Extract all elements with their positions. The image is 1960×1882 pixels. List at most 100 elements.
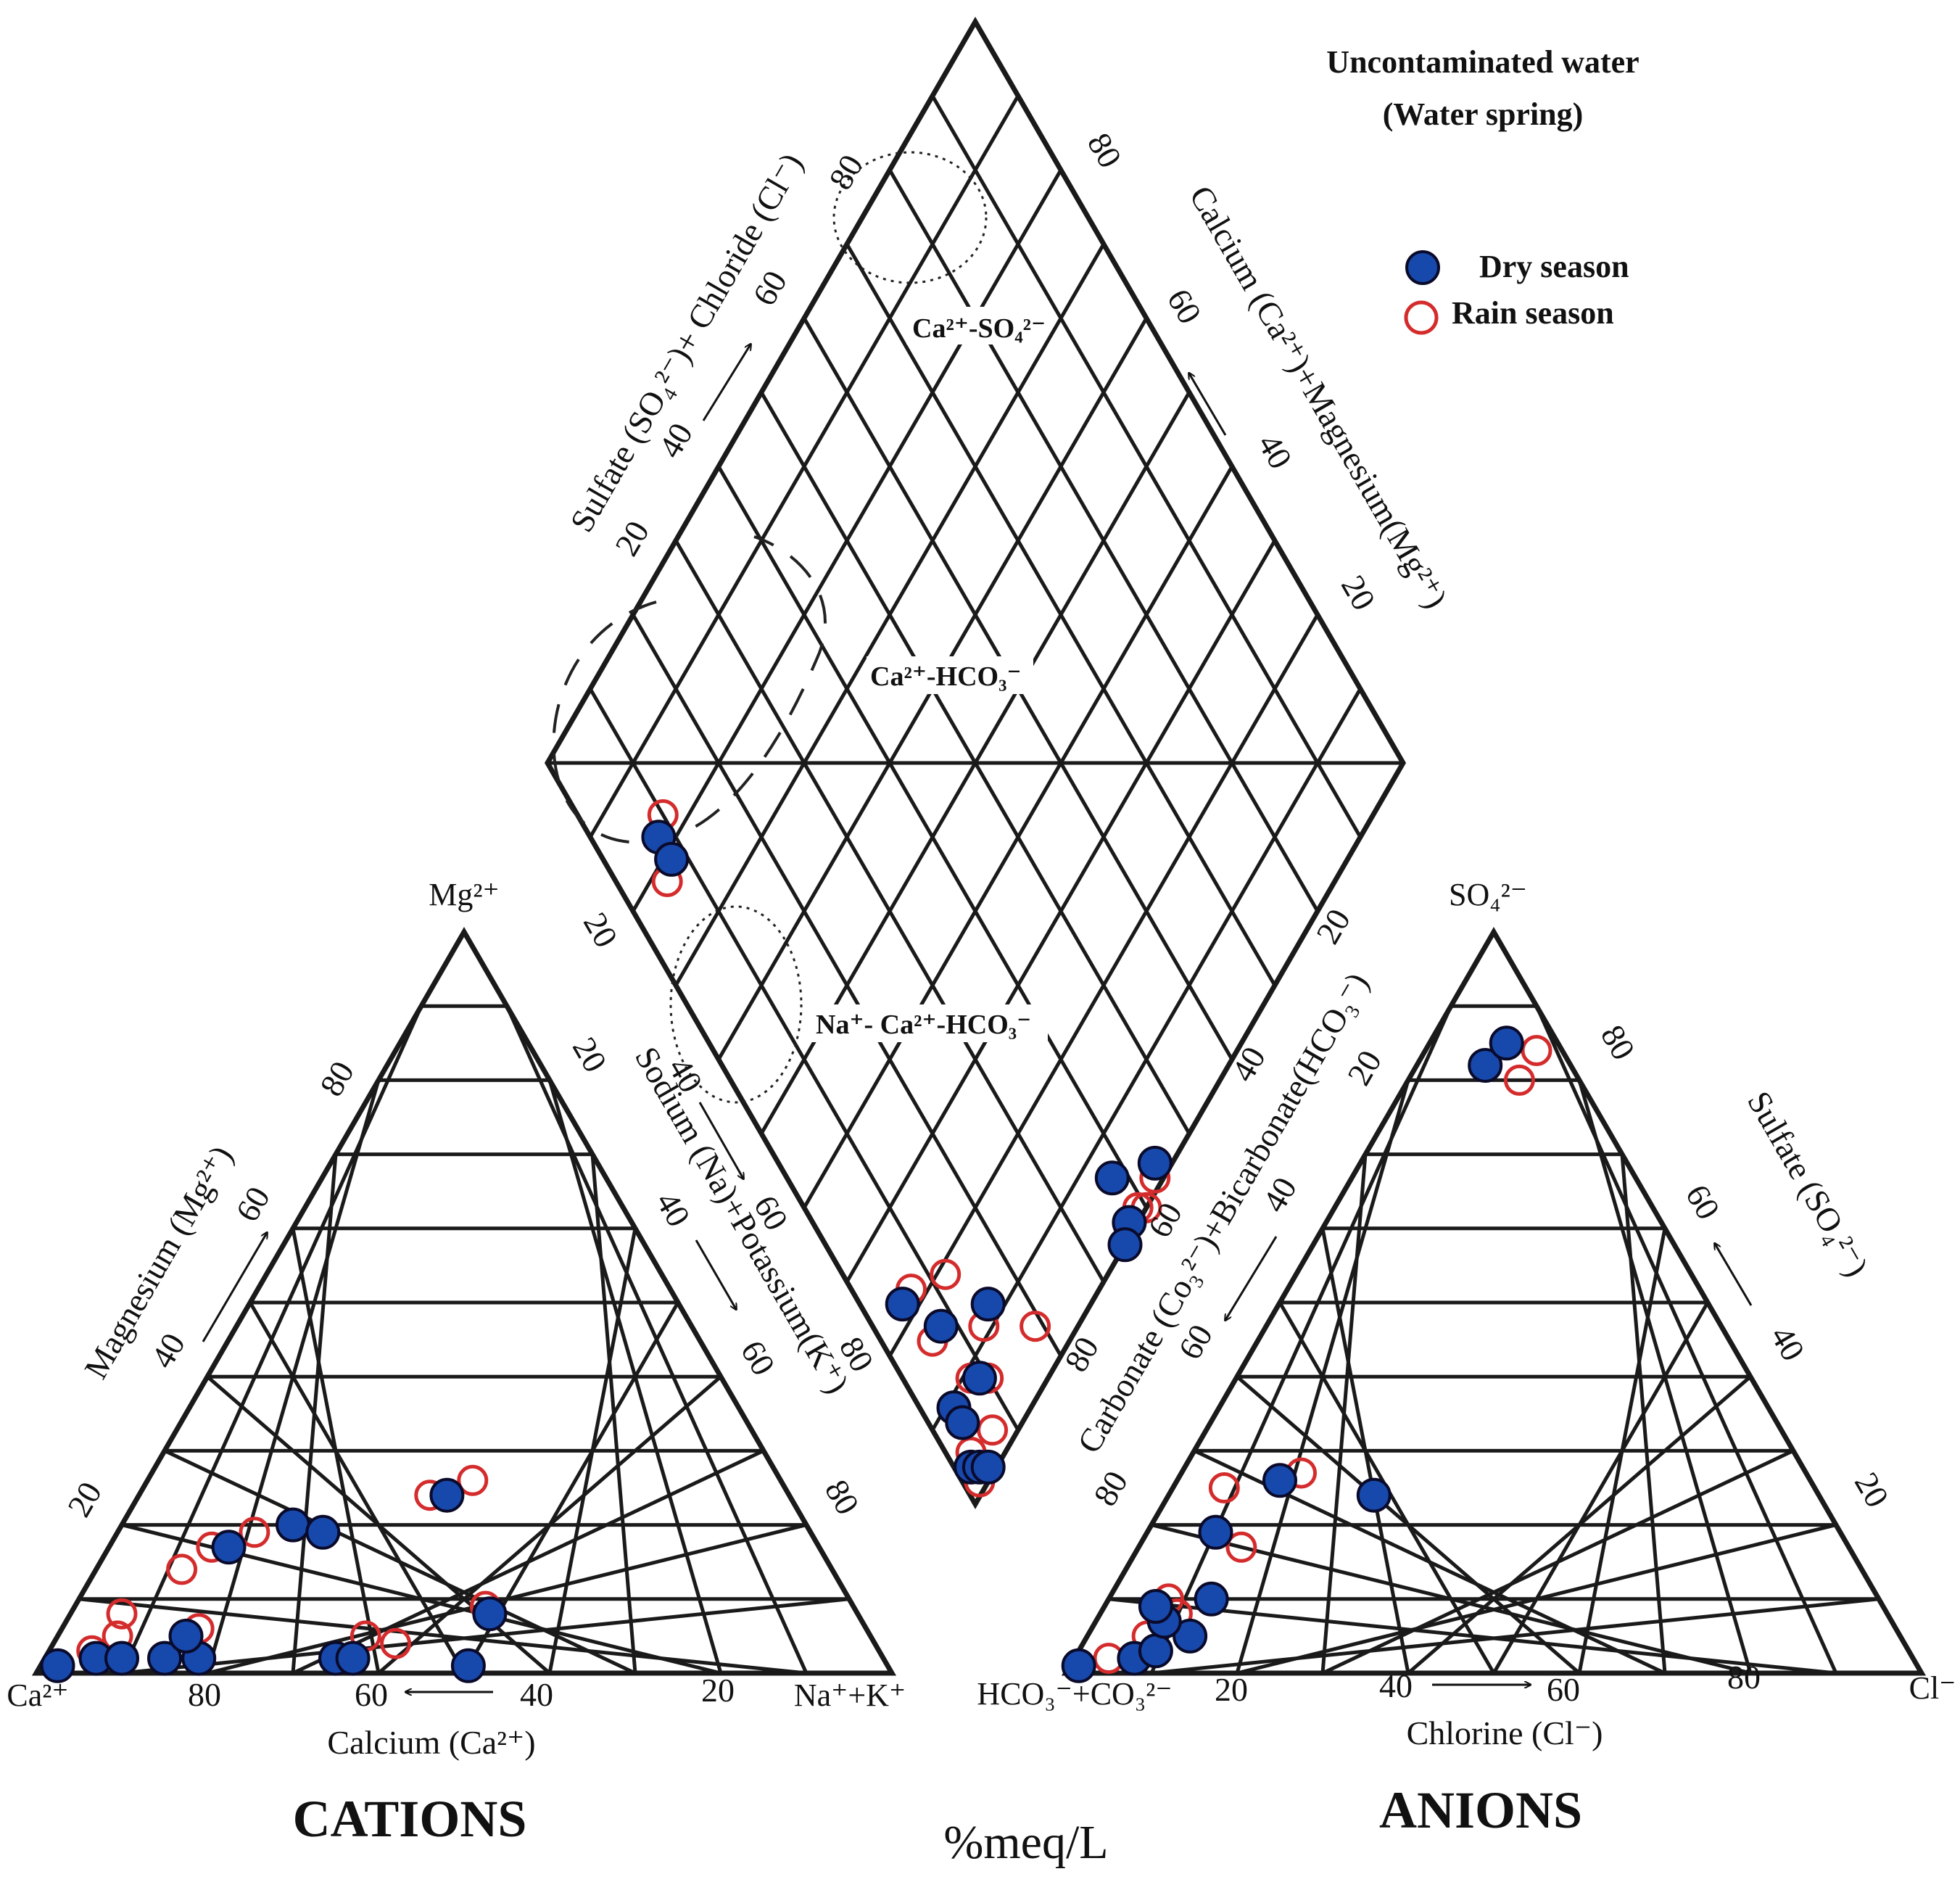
cation-tick-b40: 40: [520, 1676, 553, 1713]
anion-point-dry: [1198, 1514, 1233, 1550]
diamond-point-dry: [970, 1287, 1006, 1322]
cation-corner-nak: Na⁺+K⁺: [794, 1677, 906, 1713]
chart-title-line1: Uncontaminated water: [1326, 44, 1639, 80]
diamond-gridline: [845, 243, 1277, 986]
anion-point-dry: [1262, 1463, 1297, 1498]
anion-tick-b80: 80: [1727, 1659, 1761, 1696]
anion-point-dry: [1356, 1477, 1392, 1513]
cation-point-rain: [166, 1553, 198, 1585]
anion-corner-hco3: HCO₃⁻+CO₃²⁻: [977, 1676, 1172, 1712]
anion-axis-bottom: Chlorine (Cl⁻): [1407, 1714, 1603, 1751]
cation-triangle-gridline: [505, 1005, 809, 1675]
anion-point-rain: [1225, 1531, 1257, 1563]
cation-point-rain: [106, 1598, 138, 1630]
anion-point-dry: [1468, 1048, 1503, 1083]
zone-outline-ca-hco3: [552, 535, 827, 844]
cation-triangle-gridline: [248, 1301, 466, 1675]
cation-point-rain: [239, 1516, 270, 1548]
cation-point-dry: [276, 1507, 310, 1543]
hydrochemical-zone-outlines: [552, 151, 988, 1104]
anion-triangle-gridline: [1620, 1154, 1667, 1674]
diamond-arrow-ll: [698, 1102, 743, 1179]
zone-label-ca-so4: Ca²⁺-SO₄²⁻: [912, 313, 1046, 344]
cation-point-dry: [335, 1640, 371, 1676]
cation-point-dry: [305, 1514, 341, 1550]
units-label: %meq/L: [943, 1816, 1108, 1869]
anion-point-rain: [1521, 1035, 1552, 1066]
cation-point-dry: [472, 1596, 508, 1632]
zone-label-na-ca-hco3: Na⁺- Ca²⁺-HCO₃⁻: [816, 1010, 1031, 1040]
anion-tick-b60: 60: [1547, 1671, 1580, 1708]
anion-point-dry: [1194, 1581, 1229, 1617]
anion-point-dry: [1138, 1633, 1173, 1669]
cation-point-rain: [457, 1464, 489, 1496]
zone-label-bg-hco3: [867, 656, 1033, 694]
cation-point-dry: [168, 1618, 204, 1654]
zone-label-bg-na: [812, 1004, 1048, 1042]
diamond-gridline: [845, 540, 1277, 1283]
anion-corner-cl: Cl⁻: [1909, 1670, 1956, 1706]
diamond-outline: [544, 16, 1407, 1510]
diamond-arrow-ur: [1189, 373, 1227, 436]
cation-tick-b20: 20: [701, 1672, 735, 1709]
anion-triangle-gridline: [1534, 1005, 1838, 1675]
anion-corner-so4: SO₄²⁻: [1449, 877, 1527, 912]
diamond-point-dry: [962, 1361, 997, 1396]
diamond-point-dry: [945, 1405, 980, 1440]
anion-triangle-gridline: [1236, 1375, 1581, 1675]
diamond-gridline: [888, 169, 1320, 912]
cation-arrow-left: [202, 1233, 267, 1342]
anion-tick-b40: 40: [1379, 1667, 1413, 1704]
diamond-point-rain: [930, 1258, 962, 1290]
cation-point-dry: [429, 1477, 465, 1513]
cation-tick-b60: 60: [355, 1676, 388, 1713]
anion-arrow-left: [1225, 1236, 1278, 1320]
cation-point-rain: [380, 1627, 412, 1659]
anion-point-rain: [1503, 1064, 1535, 1096]
diamond-point-dry: [1137, 1145, 1173, 1181]
cation-arrow-right: [695, 1239, 736, 1309]
cation-heading: CATIONS: [293, 1790, 527, 1848]
legend-rain-marker: [1404, 300, 1439, 335]
diamond-point-dry: [654, 841, 690, 877]
diamond-gridline: [802, 465, 1234, 1209]
zone-outline-ca-so4: [832, 151, 988, 284]
cation-point-dry: [40, 1648, 75, 1683]
cation-triangle-gridline: [590, 1154, 637, 1674]
cation-axis-bottom: Calcium (Ca²⁺): [327, 1724, 535, 1761]
diamond-point-rain: [977, 1414, 1009, 1446]
diamond-arrow-ul: [702, 344, 750, 421]
cation-corner-mg: Mg²⁺: [429, 877, 500, 912]
diamond-gridline: [888, 614, 1320, 1357]
legend-dry-marker: [1405, 250, 1440, 285]
zone-outline-na-ca-hco3: [669, 905, 803, 1104]
diamond-point-dry: [1107, 1227, 1143, 1263]
anion-heading: ANIONS: [1379, 1781, 1582, 1839]
anion-triangle-gridline: [1492, 1301, 1710, 1675]
diamond-point-dry: [970, 1449, 1006, 1485]
anion-point-rain: [1208, 1472, 1240, 1503]
diamond-point-rain: [1020, 1311, 1051, 1342]
cation-point-dry: [211, 1530, 247, 1565]
anion-triangle-gridline: [1577, 1079, 1753, 1674]
cation-corner-ca: Ca²⁺: [7, 1677, 68, 1713]
diamond-point-dry: [923, 1308, 959, 1344]
cation-triangle-gridline: [78, 1597, 807, 1675]
cation-triangle-gridline: [163, 1449, 637, 1675]
diamond-gridline: [930, 94, 1363, 838]
legend-dry-label: Dry season: [1479, 249, 1629, 284]
anion-point-dry: [1061, 1648, 1096, 1683]
cation-triangle-gridline: [547, 1228, 637, 1674]
anion-arrow-right: [1715, 1244, 1753, 1306]
anion-point-dry: [1489, 1025, 1524, 1061]
cation-triangle-gridline: [547, 1079, 723, 1674]
cation-tick-b80: 80: [188, 1676, 221, 1713]
data-points: [40, 799, 1552, 1683]
anion-triangle-gridline: [1108, 1597, 1837, 1675]
diamond-point-dry: [1094, 1160, 1130, 1196]
anion-tick-b20: 20: [1215, 1671, 1248, 1708]
zone-label-bg-so4: [906, 307, 1030, 344]
diamond-point-dry: [885, 1287, 920, 1322]
legend-rain-label: Rain season: [1452, 295, 1614, 331]
